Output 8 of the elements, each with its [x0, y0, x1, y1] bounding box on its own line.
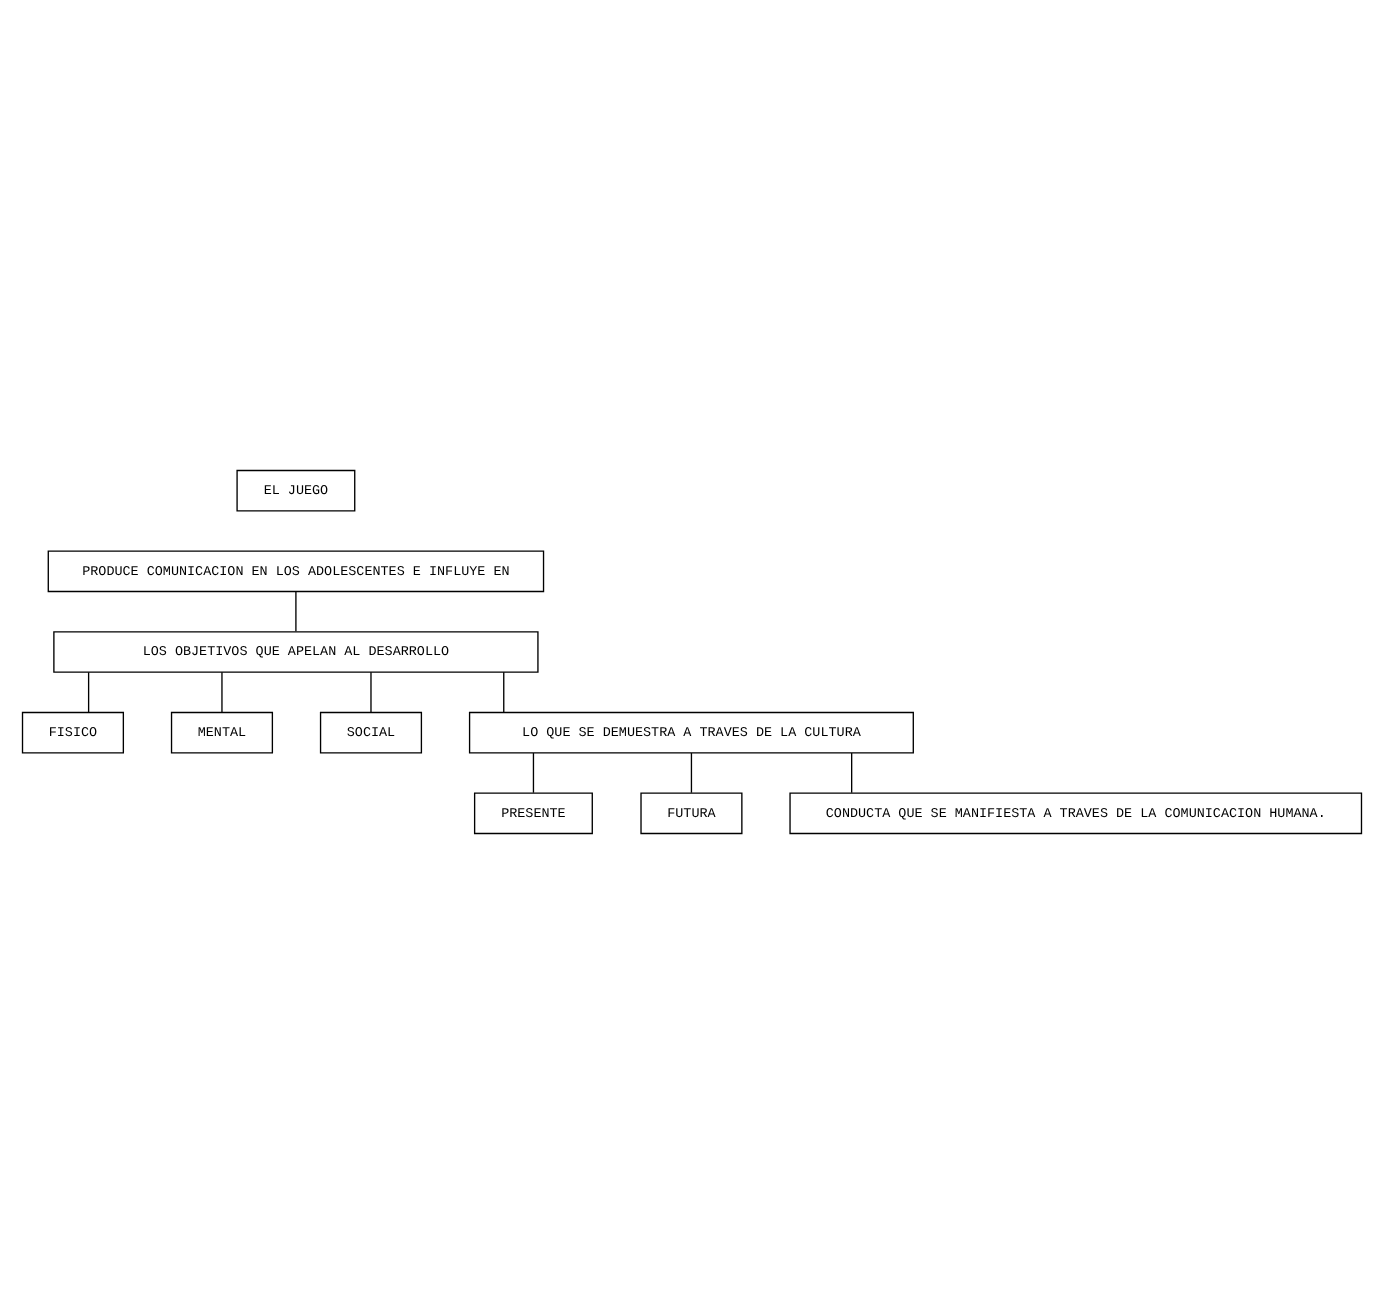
connector [851, 751, 853, 793]
connector [690, 751, 693, 793]
connector [221, 670, 223, 712]
connector [295, 590, 297, 632]
connector [503, 670, 505, 712]
connector [370, 670, 372, 712]
connector [87, 670, 90, 712]
connector [532, 751, 535, 793]
